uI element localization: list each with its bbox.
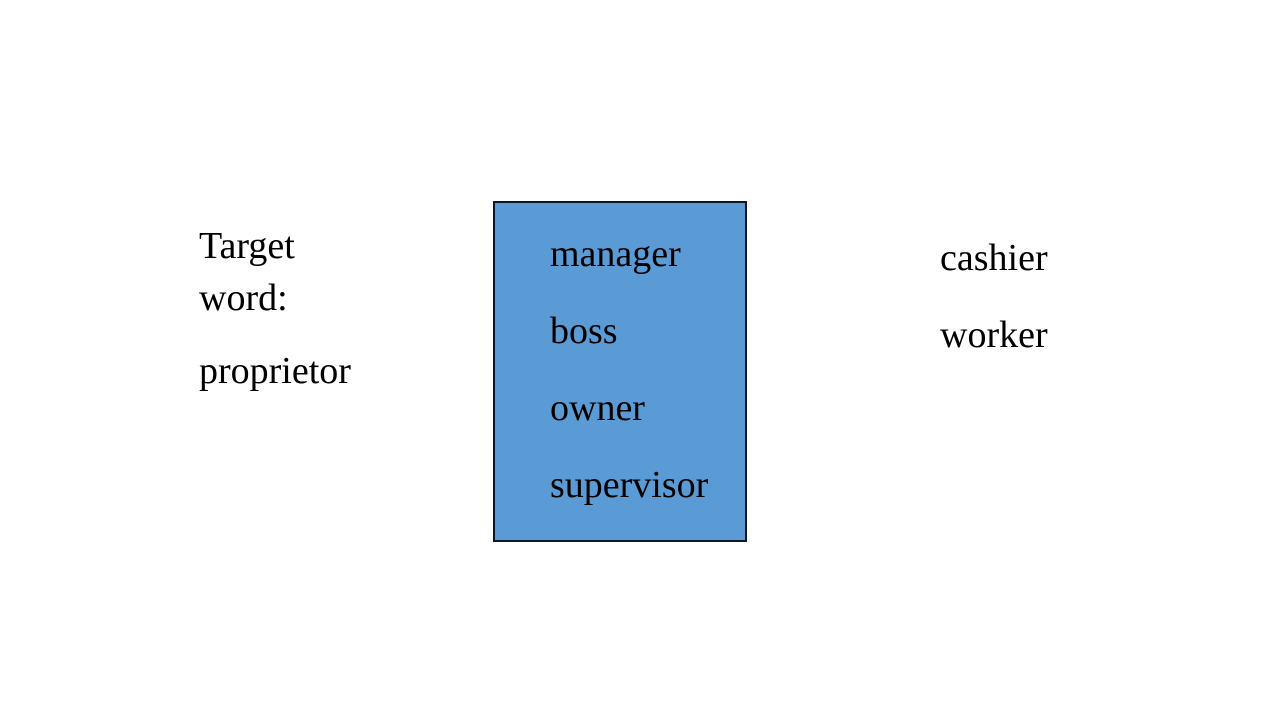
target-word: proprietor (199, 350, 351, 392)
distractor-word-cashier: cashier (940, 237, 1048, 279)
synonym-word-manager: manager (550, 233, 681, 275)
synonym-box: manager boss owner supervisor (493, 201, 747, 542)
synonym-word-owner: owner (550, 387, 645, 429)
target-word-label: Target word: (199, 225, 295, 319)
distractor-word-worker: worker (940, 314, 1048, 356)
distractor-block: cashier worker (940, 220, 1048, 374)
synonym-word-supervisor: supervisor (550, 464, 709, 506)
synonym-word-boss: boss (550, 310, 618, 352)
target-word-block: Target word: proprietor (199, 220, 389, 397)
